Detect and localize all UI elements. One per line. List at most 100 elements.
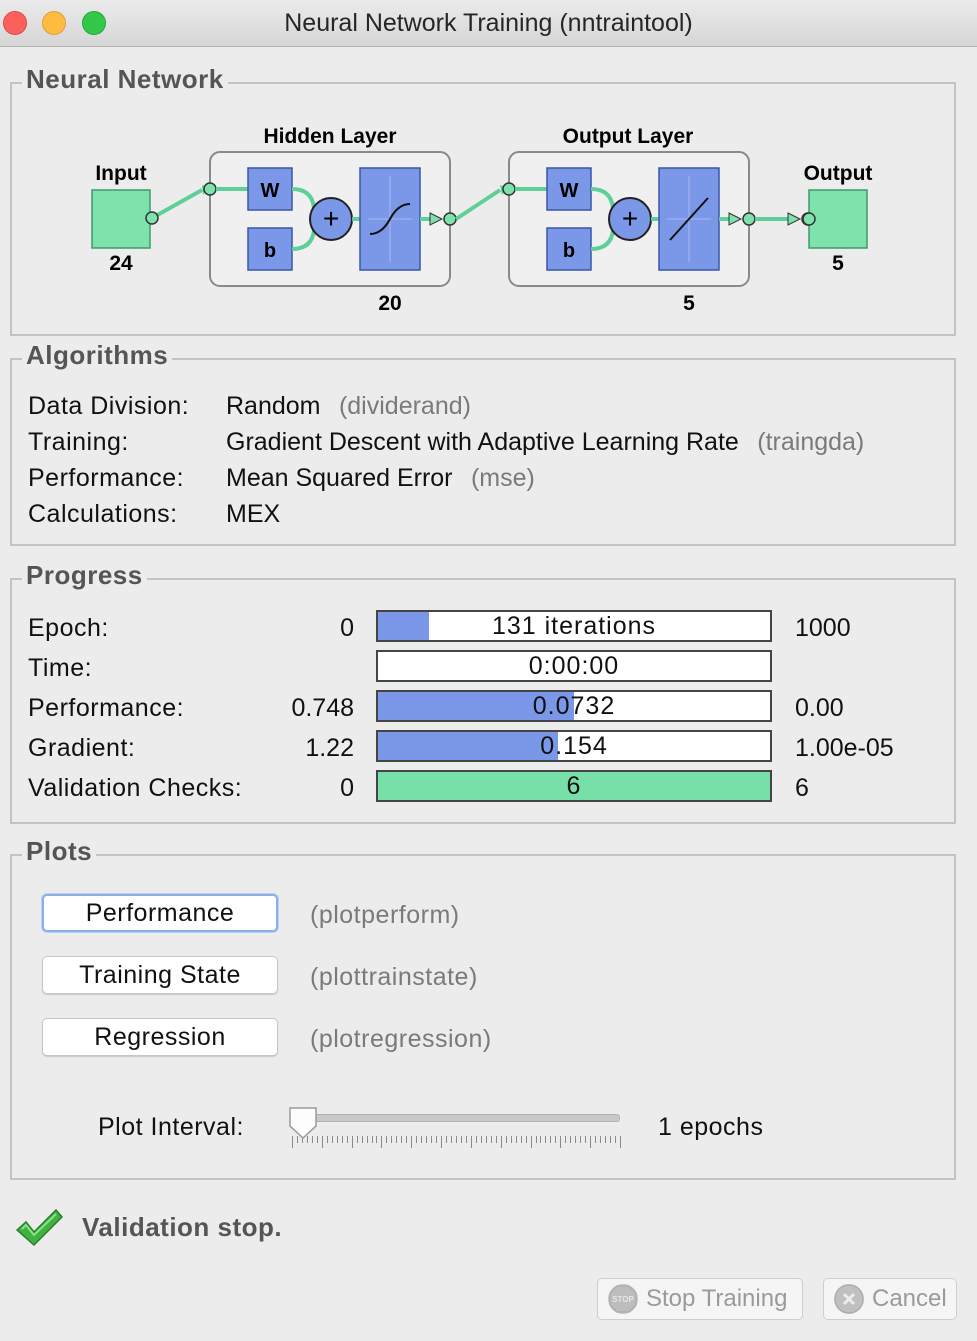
slider-tick	[306, 1136, 308, 1143]
slider-tick	[585, 1136, 587, 1143]
plots-legend: Plots	[22, 836, 97, 867]
output-node	[808, 189, 868, 249]
slider-tick	[311, 1136, 313, 1143]
slider-tick	[595, 1136, 597, 1143]
gradient-bar-fill	[378, 732, 559, 760]
slider-tick	[555, 1136, 557, 1143]
slider-tick	[456, 1136, 457, 1143]
hidden-sum-symbol: +	[323, 203, 339, 234]
regression-plot-button[interactable]: Regression	[42, 1018, 278, 1056]
training-label: Training:	[28, 428, 129, 456]
svg-text:STOP: STOP	[612, 1295, 634, 1304]
close-window-button[interactable]	[3, 11, 27, 35]
slider-tick	[411, 1136, 413, 1148]
hidden-layer-size: 20	[378, 292, 401, 315]
network-diagram: Input Hidden Layer Output Layer Output 2…	[91, 125, 872, 315]
stop-training-button[interactable]: STOP Stop Training	[597, 1278, 803, 1320]
slider-tick	[615, 1136, 617, 1143]
slider-tick	[396, 1136, 398, 1143]
slider-tick	[460, 1136, 462, 1143]
neural-network-legend: Neural Network	[22, 64, 228, 95]
plot-interval-slider[interactable]	[288, 1106, 624, 1152]
performance-plot-button[interactable]: Performance	[42, 894, 278, 932]
slider-tick	[515, 1136, 517, 1143]
cancel-label: Cancel	[872, 1285, 947, 1312]
validation-checks-end: 6	[795, 774, 809, 802]
hidden-bias-block	[247, 227, 293, 271]
slider-tick	[446, 1136, 448, 1143]
performance-algorithm-label: Performance:	[28, 464, 185, 492]
slider-tick	[590, 1136, 592, 1148]
slider-tick	[346, 1136, 348, 1143]
time-bar-text: 0:00:00	[528, 652, 620, 680]
slider-ticks	[292, 1136, 621, 1148]
slider-tick	[351, 1136, 353, 1148]
slider-tick	[401, 1136, 403, 1143]
output-weight-symbol: W	[560, 180, 579, 202]
plot-interval-value: 1 epochs	[658, 1113, 764, 1141]
slider-tick	[605, 1136, 607, 1143]
gradient-end: 1.00e-05	[795, 734, 894, 762]
slider-tick	[610, 1136, 612, 1143]
slider-tick	[356, 1136, 358, 1143]
performance-start: 0.748	[291, 694, 354, 722]
slider-tick	[530, 1136, 532, 1148]
epoch-bar-text: 131 iterations	[491, 612, 657, 640]
data-division-label: Data Division:	[28, 392, 190, 420]
performance-plot-code: (plotperform)	[310, 901, 460, 929]
calculations-label: Calculations:	[28, 500, 178, 528]
output-sum-symbol: +	[622, 203, 638, 234]
slider-tick	[525, 1136, 527, 1143]
slider-tick	[490, 1136, 492, 1143]
output-size: 5	[832, 252, 844, 275]
slider-tick	[465, 1136, 467, 1143]
slider-tick	[326, 1136, 328, 1143]
algorithms-panel: Algorithms Data Division: Random (divide…	[10, 340, 956, 546]
slider-tick	[361, 1136, 363, 1143]
plot-interval-label: Plot Interval:	[98, 1113, 244, 1141]
slider-tick	[436, 1136, 438, 1143]
slider-tick	[480, 1136, 482, 1143]
cancel-button[interactable]: Cancel	[823, 1278, 957, 1320]
slider-tick	[366, 1136, 368, 1143]
validation-checks-progress-bar: 6	[376, 770, 772, 802]
epoch-bar-fill	[378, 612, 430, 640]
training-state-plot-code: (plottrainstate)	[310, 963, 478, 991]
slider-tick	[296, 1136, 298, 1143]
slider-tick	[341, 1136, 343, 1143]
progress-panel: Progress Epoch: 0 131 iterations 1000 Ti…	[10, 560, 956, 824]
time-label: Time:	[28, 654, 93, 682]
training-state-plot-button[interactable]: Training State	[42, 956, 278, 994]
slider-tick	[560, 1136, 562, 1148]
slider-tick	[550, 1136, 552, 1143]
slider-tick	[510, 1136, 512, 1143]
slider-tick	[426, 1136, 428, 1143]
cancel-icon	[834, 1284, 864, 1314]
gradient-progress-bar: 0.154	[376, 730, 772, 762]
slider-tick	[301, 1136, 303, 1143]
epoch-label: Epoch:	[28, 614, 109, 642]
slider-tick	[292, 1136, 293, 1148]
slider-tick	[376, 1136, 378, 1143]
hidden-bias-symbol: b	[264, 240, 276, 262]
stop-icon: STOP	[608, 1284, 638, 1314]
slider-track	[292, 1114, 620, 1122]
calculations-value: MEX	[226, 500, 281, 528]
input-label: Input	[95, 162, 146, 185]
slider-tick	[475, 1136, 477, 1143]
minimize-window-button[interactable]	[42, 11, 66, 35]
slider-tick	[505, 1136, 507, 1143]
output-layer-size: 5	[683, 292, 695, 315]
slider-tick	[431, 1136, 433, 1143]
slider-tick	[386, 1136, 388, 1143]
slider-tick	[331, 1136, 333, 1143]
checkmark-icon	[14, 1208, 64, 1248]
slider-tick	[520, 1136, 522, 1143]
progress-legend: Progress	[22, 560, 147, 591]
slider-tick	[575, 1136, 577, 1143]
performance-algorithm-value: Mean Squared Error (mse)	[226, 464, 535, 492]
slider-thumb[interactable]	[288, 1106, 318, 1140]
hidden-weight-block	[247, 167, 293, 211]
zoom-window-button[interactable]	[82, 11, 106, 35]
validation-checks-start: 0	[340, 774, 354, 802]
